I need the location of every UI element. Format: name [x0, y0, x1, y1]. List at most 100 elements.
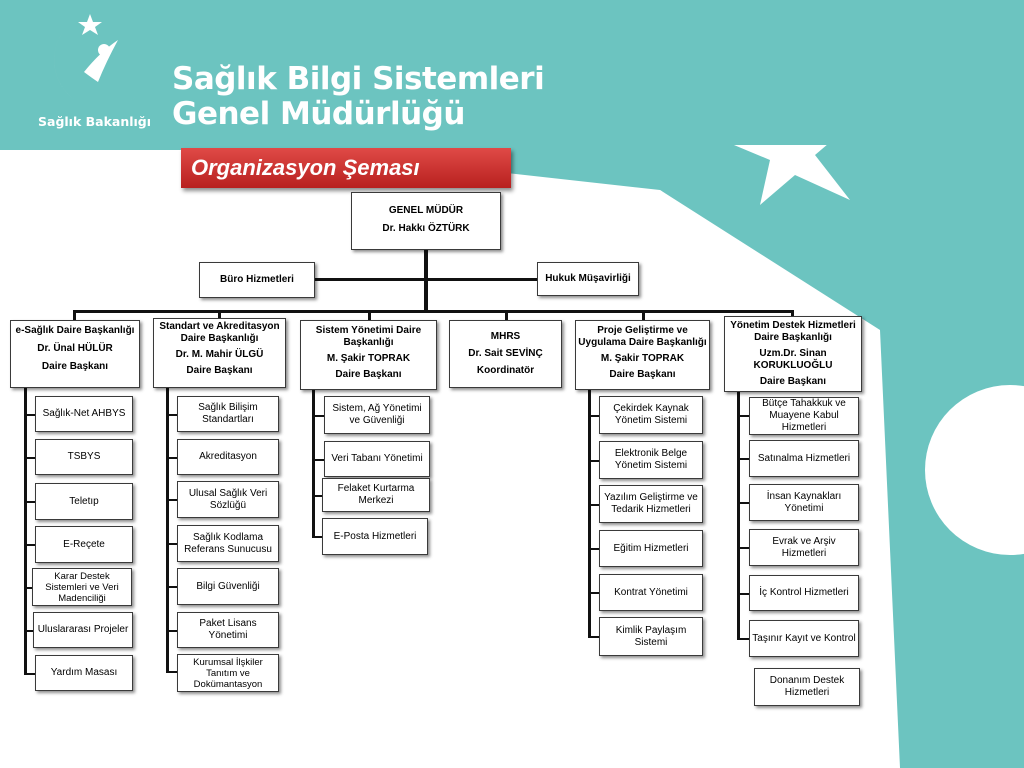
unit-box: Sağlık Bilişim Standartları [177, 396, 279, 432]
department-role: Koordinatör [476, 365, 535, 376]
unit-box: Sistem, Ağ Yönetimi ve Güvenliği [324, 396, 430, 434]
department-title: Sistem Yönetimi Daire Başkanlığı [315, 325, 422, 348]
connector-line [24, 388, 27, 675]
unit-box: Ulusal Sağlık Veri Sözlüğü [177, 481, 279, 518]
unit-box: Teletıp [35, 483, 133, 520]
unit-box: Taşınır Kayıt ve Kontrol [749, 620, 859, 657]
connector-line [588, 504, 599, 506]
connector-line [166, 457, 177, 459]
connector-line [24, 457, 35, 459]
connector-line [642, 310, 645, 320]
department-head: MHRS Dr. Sait SEVİNÇ Koordinatör [449, 320, 562, 388]
unit-box: Yazılım Geliştirme ve Tedarik Hizmetleri [599, 485, 703, 523]
header-title: Sağlık Bilgi Sistemleri Genel Müdürlüğü [172, 62, 545, 132]
department-name: Uzm.Dr. Sinan KORUKLUOĞLU [753, 348, 833, 371]
connector-line [166, 499, 177, 501]
shape-white-circle [925, 385, 1024, 555]
unit-box: Sağlık Kodlama Referans Sunucusu [177, 525, 279, 562]
connector-line [312, 390, 315, 538]
staff-box-left: Büro Hizmetleri [199, 262, 315, 298]
unit-box: Elektronik Belge Yönetim Sistemi [599, 441, 703, 479]
unit-box: Kontrat Yönetimi [599, 574, 703, 611]
department-role: Daire Başkanı [609, 369, 676, 380]
unit-box: Kurumsal İlşkiler Tanıtım ve Dokümantasy… [177, 654, 279, 692]
director-name: Dr. Hakkı ÖZTÜRK [382, 223, 470, 234]
ministry-label: Sağlık Bakanlığı [38, 114, 152, 129]
department-head: Proje Geliştirme ve Uygulama Daire Başka… [575, 320, 710, 390]
staff-box-right: Hukuk Müşavirliği [537, 262, 639, 296]
connector-line [312, 495, 324, 497]
director-title: GENEL MÜDÜR [388, 205, 464, 216]
connector-line [166, 388, 169, 673]
connector-line [737, 547, 749, 549]
department-head: Standart ve Akreditasyon Daire Başkanlığ… [153, 318, 286, 388]
unit-box: Akreditasyon [177, 439, 279, 475]
connector-line [588, 592, 599, 594]
connector-line [737, 458, 749, 460]
connector-line [24, 587, 35, 589]
unit-box: Bütçe Tahakkuk ve Muayene Kabul Hizmetle… [749, 397, 859, 435]
unit-box: İç Kontrol Hizmetleri [749, 575, 859, 611]
connector-line [315, 278, 537, 281]
unit-box: Felaket Kurtarma Merkezi [322, 478, 430, 512]
unit-box: İnsan Kaynakları Yönetimi [749, 484, 859, 521]
department-head: Yönetim Destek Hizmetleri Daire Başkanlı… [724, 316, 862, 392]
connector-line [166, 586, 177, 588]
connector-line [24, 544, 35, 546]
connector-line [166, 671, 177, 673]
department-name: M. Şakir TOPRAK [600, 353, 685, 364]
org-chart-title: Organizasyon Şeması [181, 148, 511, 188]
connector-line [312, 415, 324, 417]
unit-box: Paket Lisans Yönetimi [177, 612, 279, 648]
connector-line [73, 310, 76, 320]
connector-line [424, 250, 428, 312]
connector-line [737, 502, 749, 504]
ministry-logo [54, 14, 136, 109]
connector-line [737, 415, 749, 417]
connector-line [737, 593, 749, 595]
director-box: GENEL MÜDÜR Dr. Hakkı ÖZTÜRK [351, 192, 501, 250]
connector-line [312, 459, 324, 461]
connector-line [24, 414, 35, 416]
unit-box: E-Posta Hizmetleri [322, 518, 428, 555]
connector-line [166, 543, 177, 545]
connector-line [588, 390, 591, 638]
department-head: e-Sağlık Daire Başkanlığı Dr. Ünal HÜLÜR… [10, 320, 140, 388]
connector-line [737, 638, 749, 640]
connector-line [166, 414, 177, 416]
connector-line [588, 548, 599, 550]
connector-line [737, 392, 740, 640]
unit-box: Sağlık-Net AHBYS [35, 396, 133, 432]
unit-box: Veri Tabanı Yönetimi [324, 441, 430, 477]
connector-line [24, 501, 35, 503]
unit-box: E-Reçete [35, 526, 133, 563]
department-head: Sistem Yönetimi Daire Başkanlığı M. Şaki… [300, 320, 437, 390]
department-name: Dr. M. Mahir ÜLGÜ [175, 349, 264, 360]
connector-line [24, 673, 35, 675]
department-title: e-Sağlık Daire Başkanlığı [15, 325, 135, 336]
department-role: Daire Başkanı [41, 361, 109, 372]
department-name: Dr. Ünal HÜLÜR [37, 343, 113, 354]
department-title: Standart ve Akreditasyon Daire Başkanlığ… [159, 321, 280, 344]
connector-line [505, 310, 508, 320]
department-title: Proje Geliştirme ve Uygulama Daire Başka… [578, 325, 707, 348]
connector-line [368, 310, 371, 320]
department-role: Daire Başkanı [335, 369, 402, 380]
unit-box: Donanım Destek Hizmetleri [754, 668, 860, 706]
connector-line [166, 630, 177, 632]
unit-box: Karar Destek Sistemleri ve Veri Madencil… [32, 568, 132, 606]
connector-line [588, 636, 599, 638]
connector-line [588, 460, 599, 462]
department-name: Dr. Sait SEVİNÇ [468, 348, 543, 359]
unit-box: Kimlik Paylaşım Sistemi [599, 617, 703, 656]
unit-box: TSBYS [35, 439, 133, 475]
unit-box: Evrak ve Arşiv Hizmetleri [749, 529, 859, 566]
connector-line [24, 630, 35, 632]
department-role: Daire Başkanı [186, 365, 253, 376]
unit-box: Çekirdek Kaynak Yönetim Sistemi [599, 396, 703, 434]
unit-box: Bilgi Güvenliği [177, 568, 279, 605]
department-title: Yönetim Destek Hizmetleri Daire Başkanlı… [730, 320, 856, 343]
connector-line [73, 310, 793, 313]
header-title-line2: Genel Müdürlüğü [172, 96, 465, 132]
unit-box: Yardım Masası [35, 655, 133, 691]
